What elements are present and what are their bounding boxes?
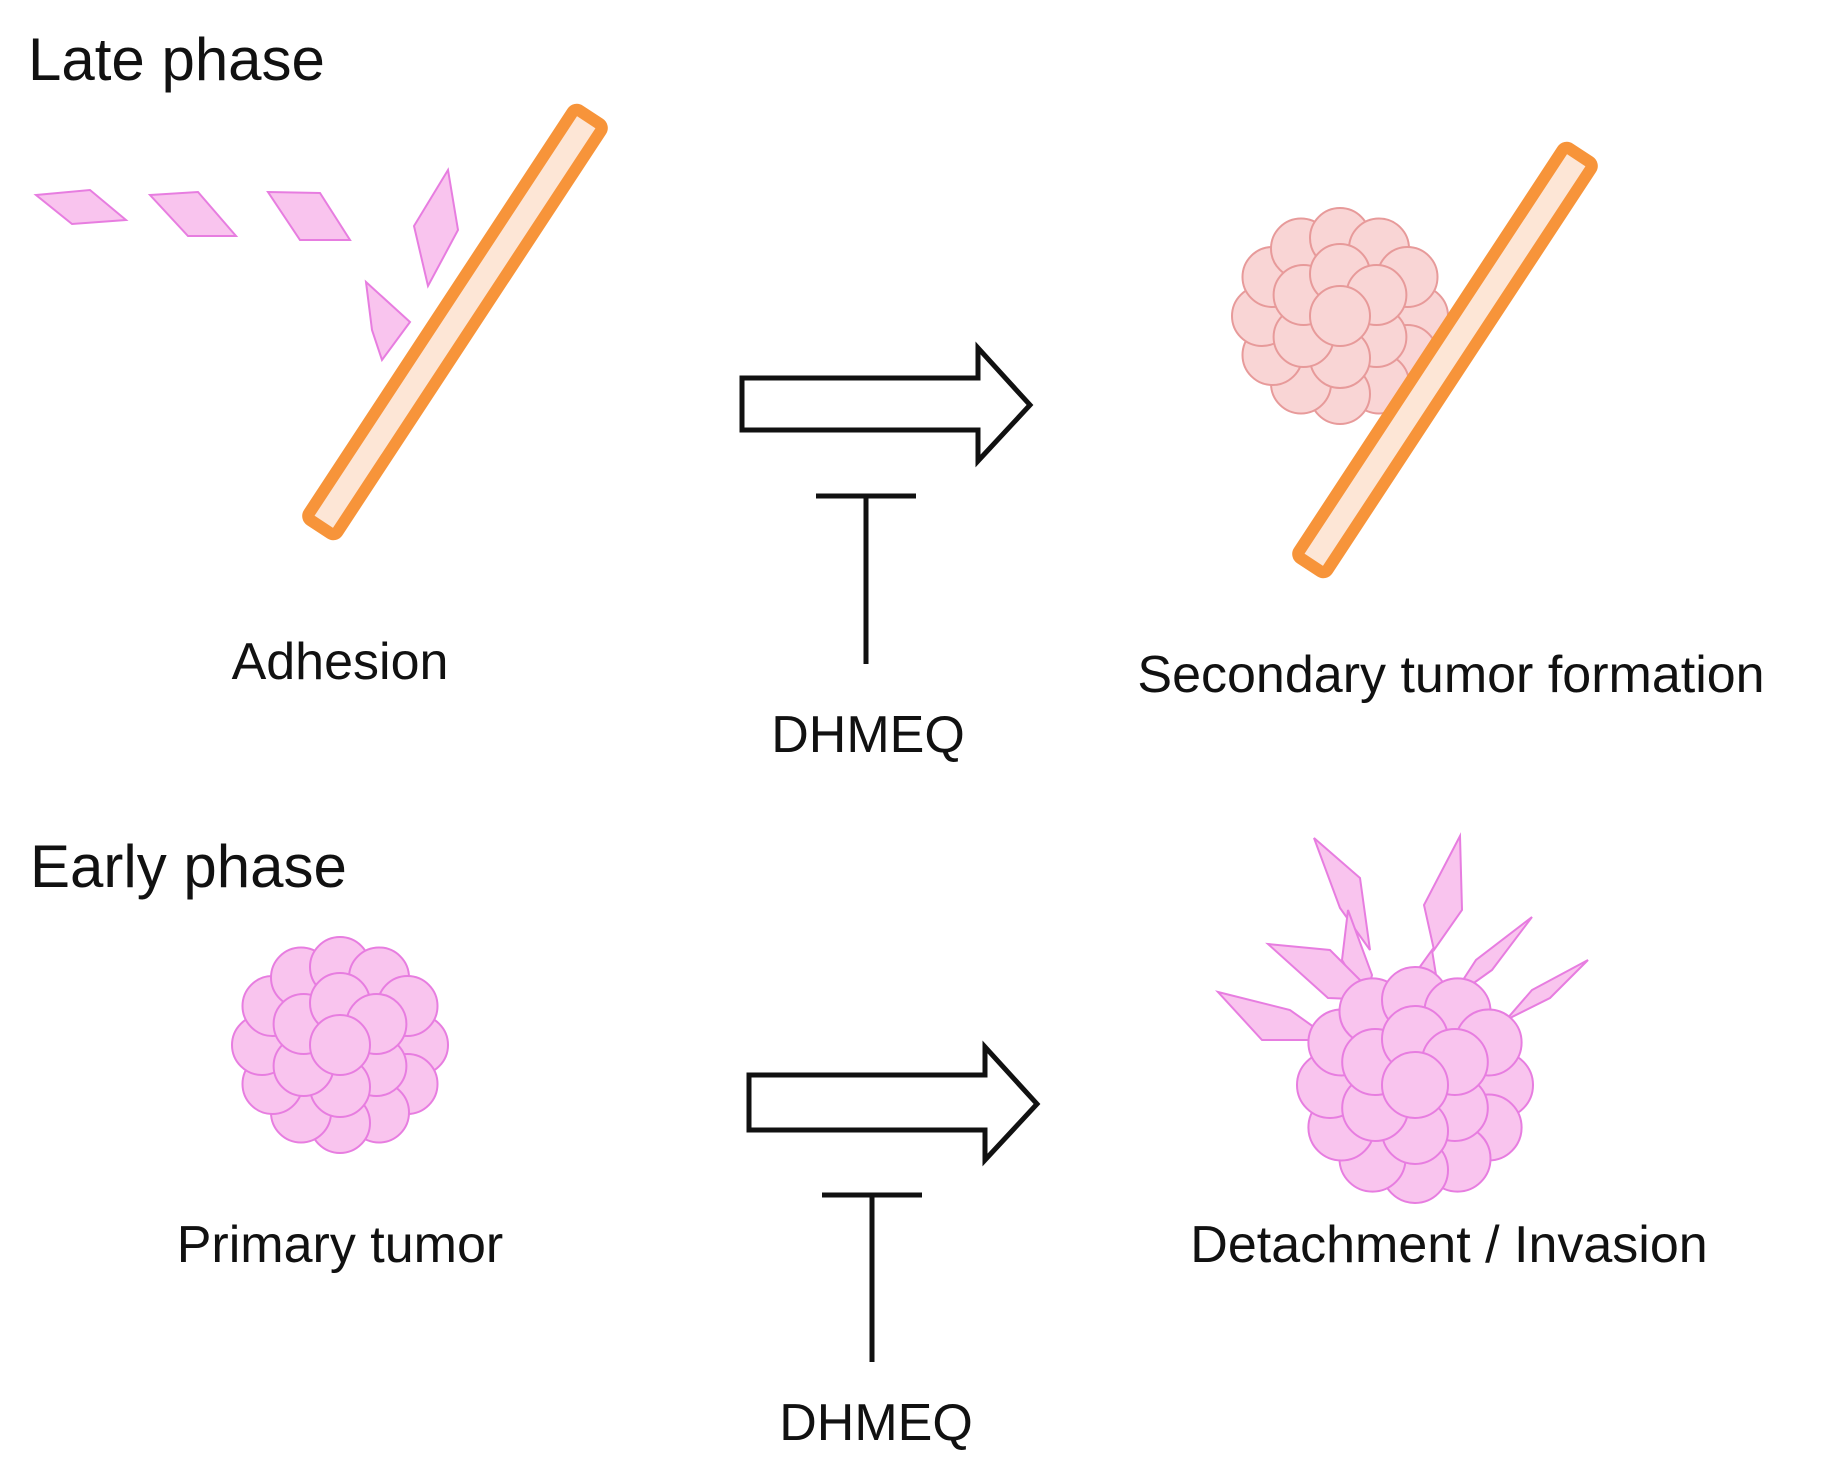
adhering-cell bbox=[364, 279, 412, 363]
secondary-tumor bbox=[1231, 207, 1449, 425]
process-arrow bbox=[739, 341, 1034, 468]
migrating-cells bbox=[33, 167, 460, 363]
tumor-cell bbox=[1309, 285, 1371, 347]
invading-cell bbox=[1505, 959, 1589, 1021]
invading-cell bbox=[1422, 832, 1464, 953]
secondary-tumor-label: Secondary tumor formation bbox=[1137, 646, 1764, 704]
adhesion-label: Adhesion bbox=[232, 633, 449, 691]
primary-tumor-label: Primary tumor bbox=[177, 1216, 503, 1274]
tumor-cell bbox=[309, 1014, 371, 1076]
early-phase-title: Early phase bbox=[30, 833, 347, 900]
primary-tumor bbox=[231, 936, 449, 1154]
inhibition-symbol bbox=[816, 493, 916, 664]
invading-cells bbox=[1215, 832, 1589, 1041]
invading-cell bbox=[1313, 837, 1371, 951]
process-arrow bbox=[746, 1040, 1041, 1167]
migrating-cell bbox=[266, 190, 352, 241]
adhering-cell bbox=[412, 167, 460, 289]
migrating-cell bbox=[33, 188, 129, 226]
detachment-label: Detachment / Invasion bbox=[1190, 1216, 1707, 1274]
tumor-cell bbox=[1381, 1051, 1449, 1119]
blood-vessel bbox=[1292, 141, 1598, 579]
migrating-cell bbox=[147, 190, 239, 237]
inhibitor-label: DHMEQ bbox=[771, 706, 965, 764]
inhibitor-label: DHMEQ bbox=[779, 1394, 973, 1452]
late-phase-title: Late phase bbox=[28, 26, 325, 93]
invasive-tumor bbox=[1296, 966, 1534, 1204]
inhibition-symbol bbox=[822, 1192, 922, 1362]
blood-vessel bbox=[302, 103, 608, 541]
